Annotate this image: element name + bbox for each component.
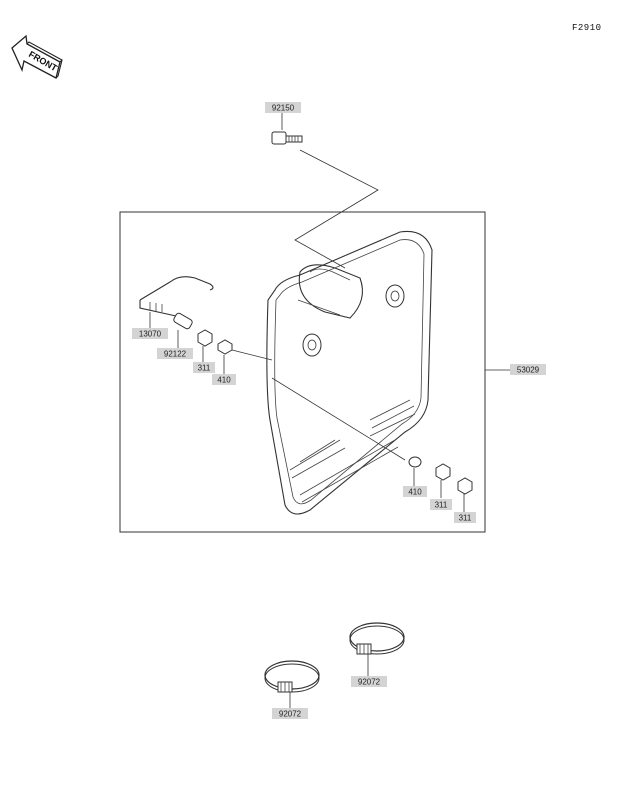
part-label-410-a[interactable]: 410: [212, 374, 236, 385]
part-number-311-a: 311: [198, 364, 211, 373]
part-label-311-b[interactable]: 311: [430, 499, 452, 510]
clamp-92072-b-drawing: [349, 622, 405, 655]
part-label-92072-b[interactable]: 92072: [351, 676, 387, 687]
part-number-410-a: 410: [217, 376, 231, 385]
part-label-13070[interactable]: 13070: [132, 328, 168, 339]
part-number-13070: 13070: [139, 330, 162, 339]
bolt-leader: [294, 149, 379, 269]
assembly-frame: [119, 211, 486, 533]
nut-311-c-drawing: [457, 477, 473, 495]
nut-311-a-drawing: [197, 329, 213, 347]
label-leaders: [149, 112, 510, 708]
part-label-311-c[interactable]: 311: [454, 512, 476, 523]
part-number-92072-a: 92072: [279, 710, 302, 719]
collar-92122-drawing: [173, 312, 193, 330]
part-label-311-a[interactable]: 311: [193, 362, 215, 373]
part-label-410-b[interactable]: 410: [403, 486, 427, 497]
bolt-92150-drawing: [271, 131, 303, 145]
part-label-92072-a[interactable]: 92072: [272, 708, 308, 719]
part-label-92150[interactable]: 92150: [265, 102, 301, 113]
part-label-53029[interactable]: 53029: [510, 364, 546, 375]
part-number-311-b: 311: [435, 501, 448, 510]
part-number-311-c: 311: [459, 514, 472, 523]
washer-410-a-drawing: [217, 339, 273, 361]
clamp-92072-a-drawing: [264, 660, 320, 693]
washer-410-b-drawing: [408, 456, 422, 468]
number-plate-drawing: [266, 230, 433, 515]
part-number-92150: 92150: [272, 104, 295, 113]
part-number-92072-b: 92072: [358, 678, 381, 687]
pin-13070-drawing: [139, 276, 214, 317]
part-number-410-b: 410: [408, 488, 422, 497]
figure-code: F2910: [572, 23, 602, 33]
part-number-53029: 53029: [517, 366, 540, 375]
front-arrow-icon: FRONT: [11, 34, 63, 79]
part-number-92122: 92122: [164, 350, 187, 359]
nut-311-b-drawing: [435, 463, 451, 481]
part-label-92122[interactable]: 92122: [157, 348, 193, 359]
